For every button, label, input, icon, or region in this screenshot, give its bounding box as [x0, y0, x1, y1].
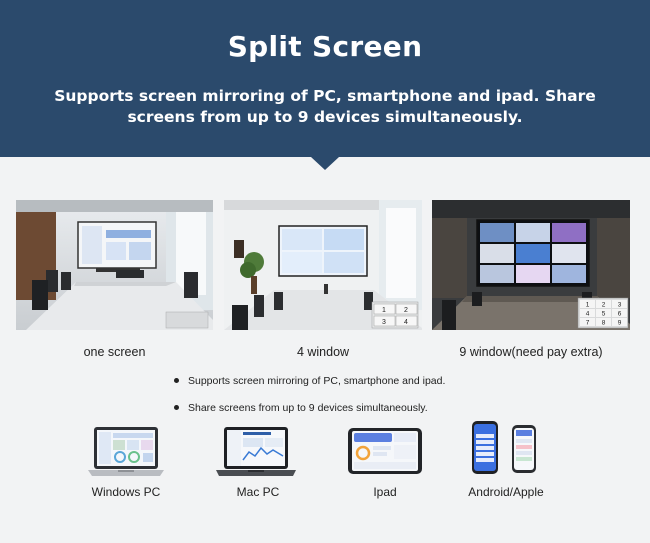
- page-title: Split Screen: [227, 30, 423, 63]
- caption-four-window: 4 window: [296, 345, 350, 359]
- window-number: 8: [602, 320, 606, 327]
- one-screen-photo: [16, 200, 213, 330]
- header-banner: [0, 0, 650, 157]
- window-number: 3: [382, 319, 386, 326]
- window-number: 1: [382, 307, 386, 314]
- bullet-icon: [174, 378, 179, 383]
- bullet-icon: [174, 405, 179, 410]
- page-subtitle: Supports screen mirroring of PC, smartph…: [30, 86, 620, 128]
- device-label-mac-pc: Mac PC: [236, 485, 280, 499]
- device-label-android-apple: Android/Apple: [468, 485, 544, 499]
- macbook-icon: [216, 426, 296, 483]
- window-number: 7: [586, 320, 590, 327]
- window-number: 2: [404, 307, 408, 314]
- window-number: 4: [404, 319, 408, 326]
- banner-pointer: [311, 157, 339, 170]
- feature-text: Share screens from up to 9 devices simul…: [188, 401, 428, 414]
- four-window-photo: 1 2 3 4: [224, 200, 422, 330]
- device-label-ipad: Ipad: [373, 485, 397, 499]
- window-number: 5: [602, 311, 606, 318]
- feature-text: Supports screen mirroring of PC, smartph…: [188, 374, 446, 387]
- subtitle-line-2: screens from up to 9 devices simultaneou…: [127, 108, 523, 126]
- window-number: 2: [602, 302, 606, 309]
- window-number: 6: [618, 311, 622, 318]
- smartphones-icon: [470, 420, 540, 481]
- window-number: 1: [586, 302, 590, 309]
- tablet-icon: [347, 427, 423, 480]
- subtitle-line-1: Supports screen mirroring of PC, smartph…: [54, 87, 596, 105]
- window-number: 9: [618, 320, 622, 327]
- caption-one-screen: one screen: [83, 345, 146, 359]
- nine-window-photo: 1 2 3 4 5 6 7 8 9: [432, 200, 630, 330]
- feature-item: Share screens from up to 9 devices simul…: [174, 401, 574, 414]
- window-number: 4: [586, 311, 590, 318]
- caption-nine-window: 9 window(need pay extra): [459, 345, 603, 359]
- device-label-windows-pc: Windows PC: [91, 485, 161, 499]
- feature-list: Supports screen mirroring of PC, smartph…: [174, 374, 574, 428]
- feature-item: Supports screen mirroring of PC, smartph…: [174, 374, 574, 387]
- window-number: 3: [618, 302, 622, 309]
- laptop-icon: [88, 426, 164, 483]
